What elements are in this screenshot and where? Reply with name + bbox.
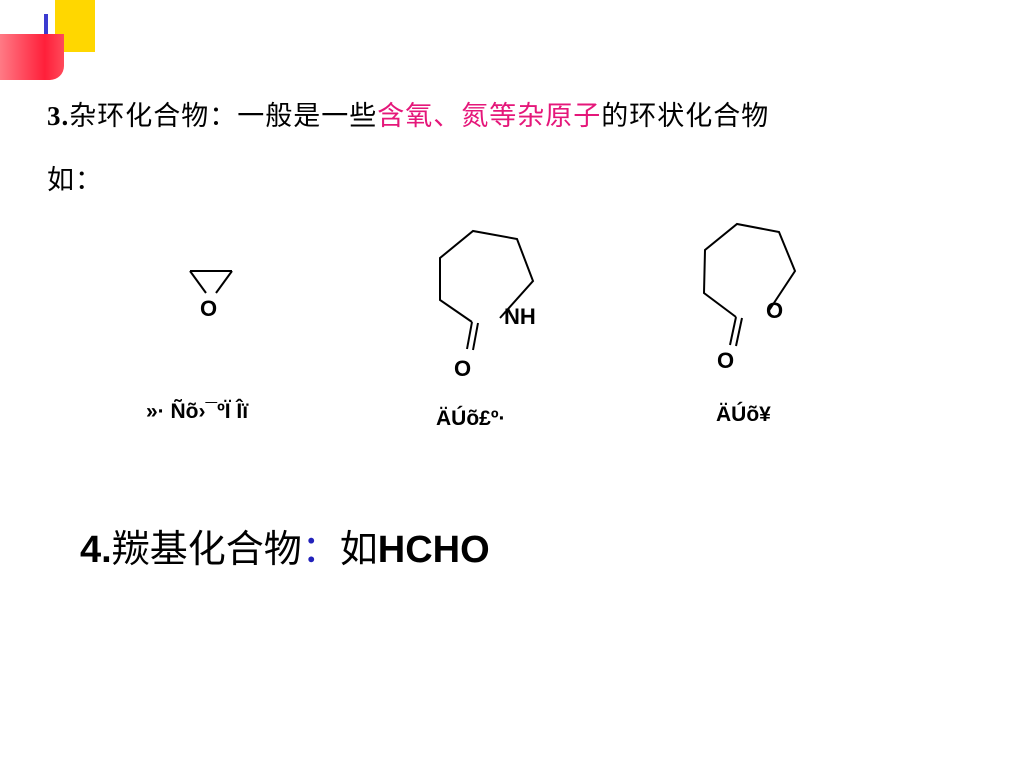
item-number-4: 4. [80, 529, 112, 571]
caprolactam-structure [439, 229, 535, 351]
decor-blue-bar [44, 14, 48, 42]
item-number-3: 3. [47, 101, 70, 131]
epoxide-oxygen-label: O [200, 296, 217, 321]
lactone-ring-oxygen-label: O [766, 298, 783, 323]
epoxide-name: »· Ñõ›¯ºÏ Îï [146, 399, 249, 423]
highlight-oxygen: 含氧、 [377, 101, 462, 132]
lactone-carbonyl-oxygen-label: O [717, 348, 734, 373]
definition-lead: 杂环化合物：一般是一些 [69, 101, 378, 132]
heading4-colon: ： [301, 527, 340, 571]
heading4-text: 羰基化合物 [111, 527, 302, 571]
example-intro: 如： [47, 165, 103, 196]
lactam-nh-label: NH [504, 304, 536, 329]
formaldehyde-formula: HCHO [377, 529, 490, 571]
highlight-nitrogen: 氮等杂原子 [461, 101, 602, 132]
heterocycle-definition: 3.杂环化合物：一般是一些含氧、氮等杂原子的环状化合物 [47, 94, 769, 133]
caprolactone-structure [702, 222, 797, 347]
caprolactam-name: ÄÚõ£º· [436, 406, 506, 430]
decor-red-square [0, 34, 64, 80]
carbonyl-compounds-heading: 4.羰基化合物：如HCHO [80, 518, 490, 573]
epoxide-structure [189, 270, 233, 294]
definition-tail: 的环状化合物 [601, 101, 770, 132]
caprolactone-name: ÄÚõ¥ [716, 402, 771, 426]
heading4-lead: 如 [339, 527, 378, 571]
lactam-carbonyl-oxygen-label: O [454, 356, 471, 381]
